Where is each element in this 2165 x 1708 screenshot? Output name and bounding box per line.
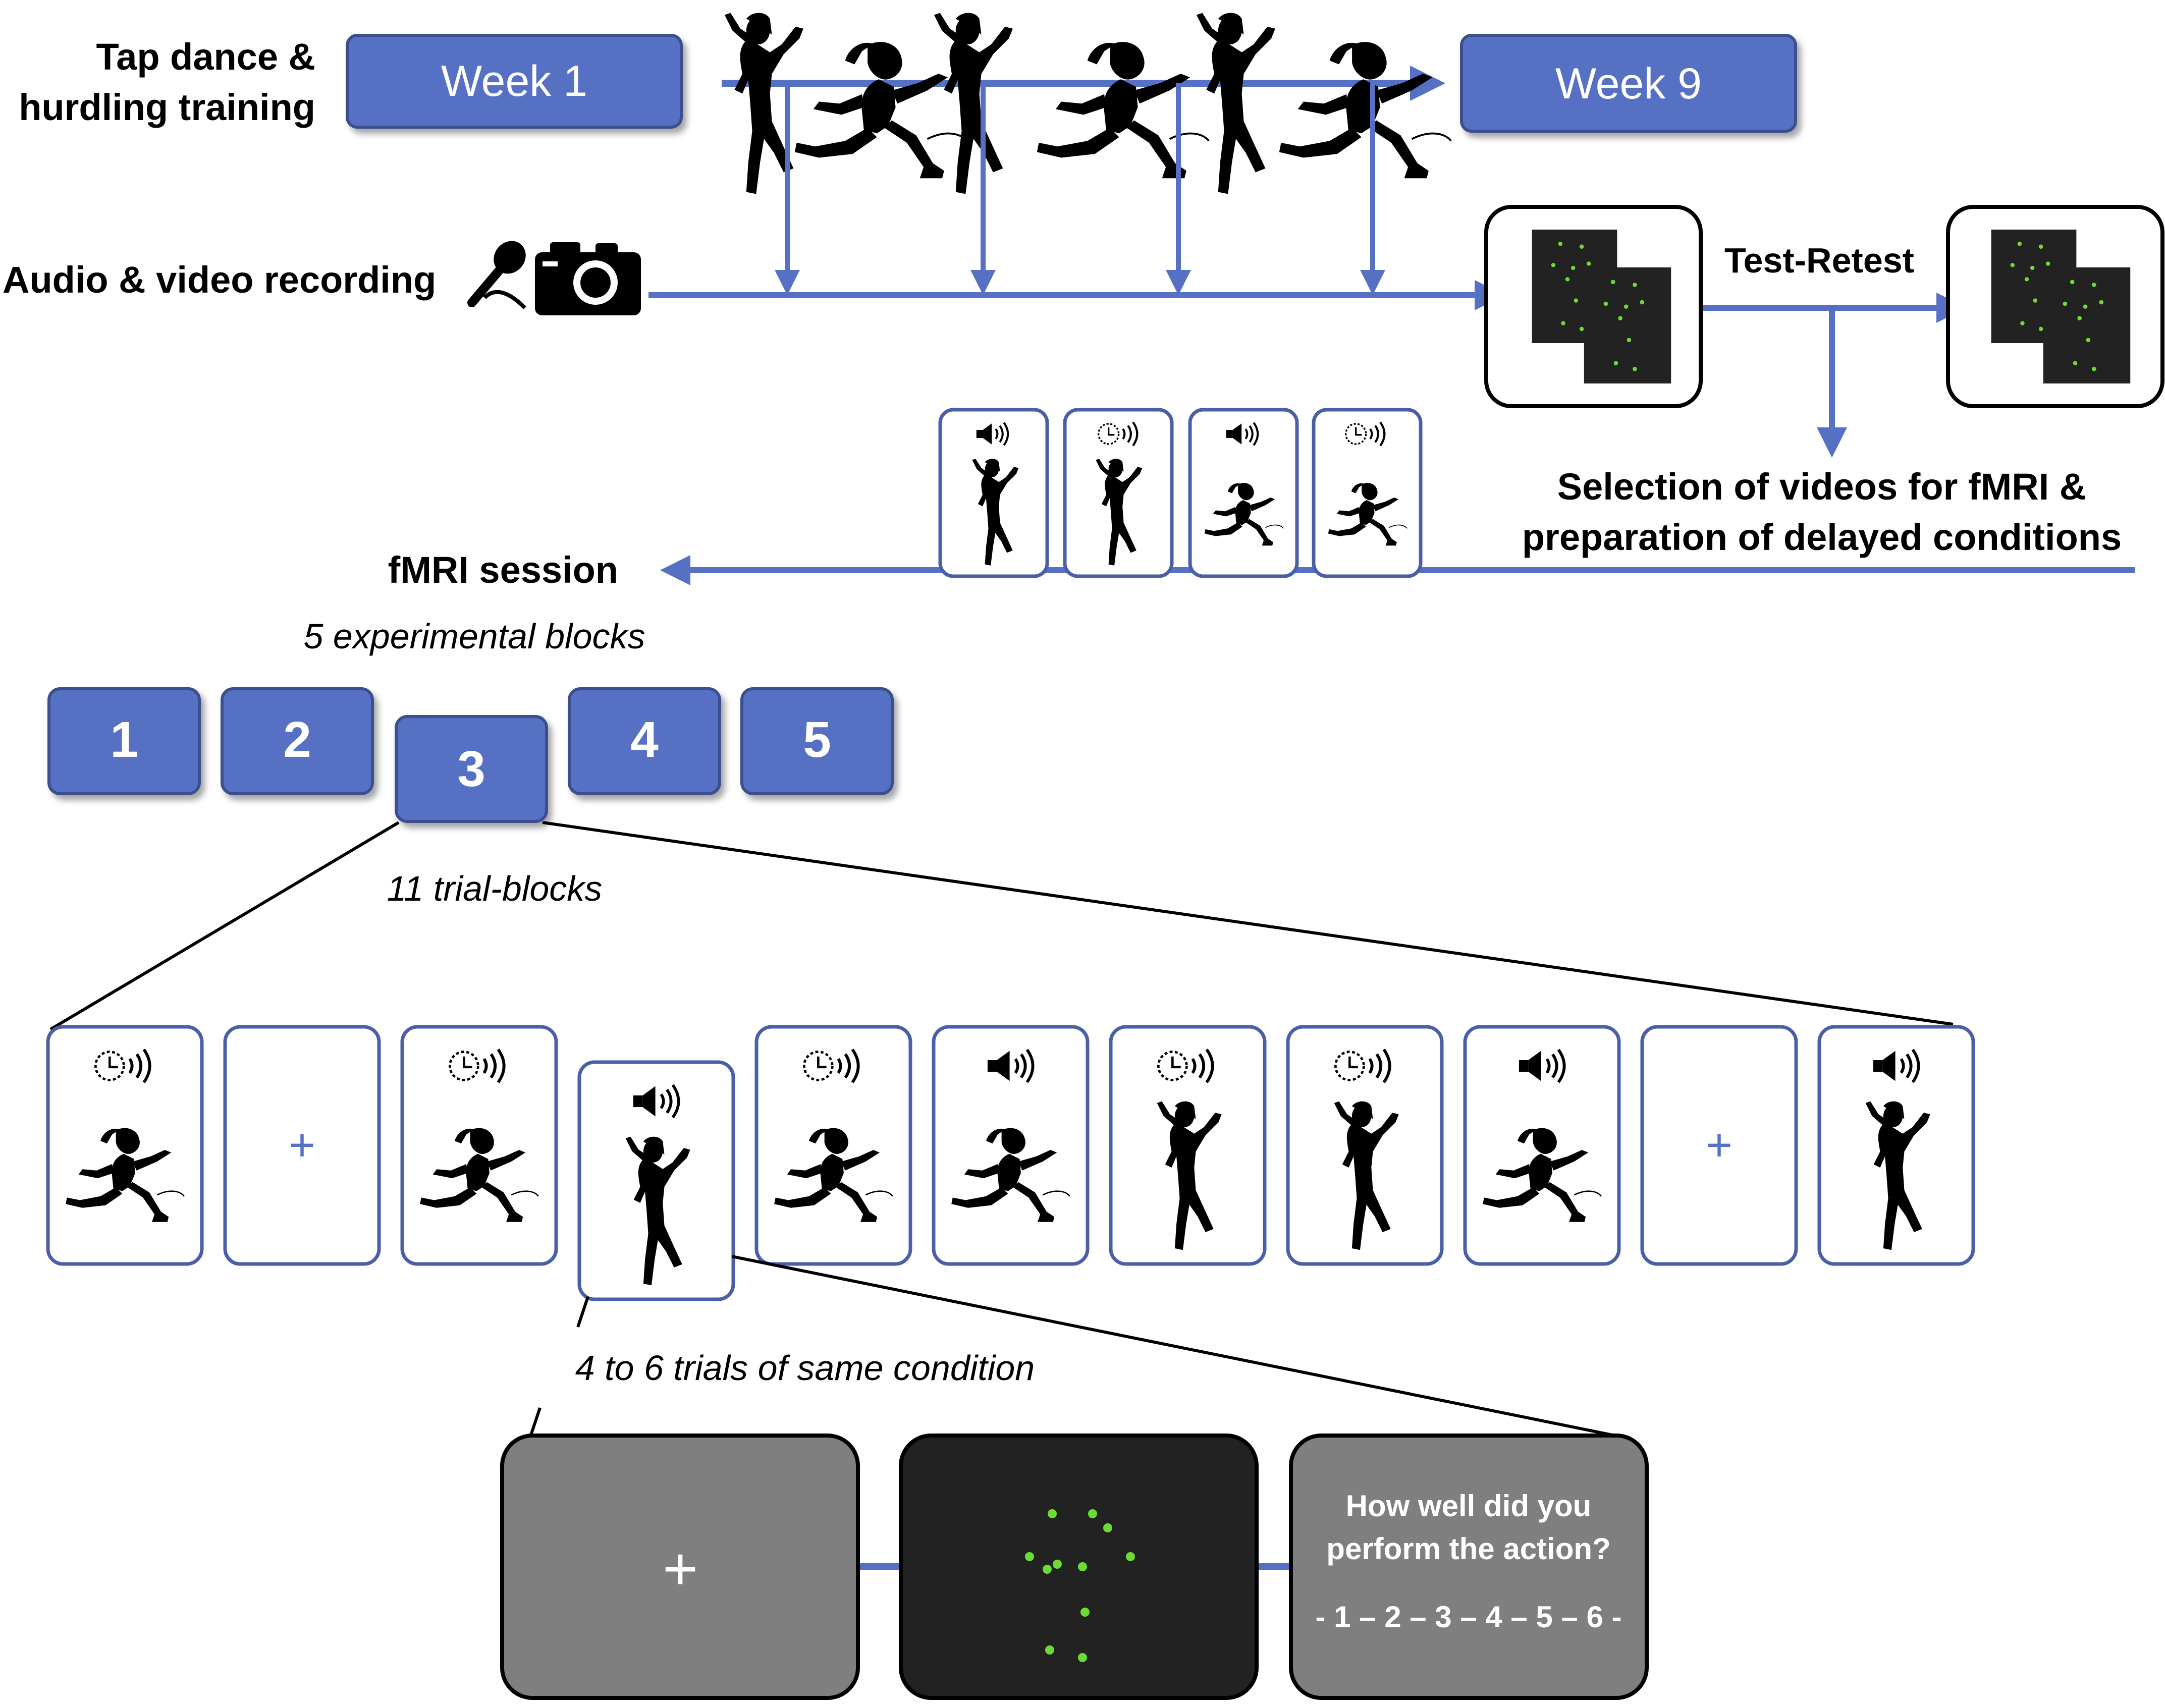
trial-card-1 [46, 1025, 204, 1266]
test-screen-frame [1484, 205, 1703, 408]
hurdler-silhouette [1036, 41, 1210, 180]
mini-condition-cards [938, 408, 1423, 578]
training-label-line2: hurdling training [19, 86, 315, 128]
trial-card-9 [1463, 1025, 1621, 1266]
mini-card-delayed-dancer [1063, 408, 1174, 578]
fixation-cross-icon: + [1706, 1120, 1733, 1171]
training-label-line1: Tap dance & [96, 36, 316, 78]
hurdler-silhouette [793, 41, 968, 180]
dancer-silhouette [1196, 13, 1275, 194]
experimental-blocks: 1 2 3 4 5 [47, 687, 894, 823]
rating-question-line1: How well did you [1346, 1489, 1592, 1523]
trial-card-6 [932, 1025, 1090, 1266]
camera-icon [535, 242, 641, 315]
block-1-label: 1 [110, 711, 138, 768]
trial-card-11 [1817, 1025, 1975, 1266]
block-4 [568, 687, 721, 795]
trial-blocks-caption: 11 trial-blocks [387, 869, 603, 908]
selection-label-line1: Selection of videos for fMRI & [1557, 466, 2086, 508]
recording-label: Audio & video recording [3, 259, 436, 301]
trial-card-3 [400, 1025, 558, 1266]
week-1-box [346, 34, 683, 129]
trial-card-8 [1286, 1025, 1444, 1266]
rating-scale: - 1 – 2 – 3 – 4 – 5 – 6 - [1315, 1600, 1621, 1634]
zoom-line-trials-left [576, 1296, 589, 1328]
trial-card-7 [1109, 1025, 1267, 1266]
block-3-label: 3 [457, 741, 485, 797]
block-2 [221, 687, 374, 795]
microphone-icon [467, 241, 526, 309]
block-4-label: 4 [630, 711, 659, 768]
block-5 [740, 687, 894, 795]
mini-card-delayed-hurdler [1312, 408, 1423, 578]
blocks-caption: 5 experimental blocks [304, 617, 645, 656]
zoom-line-trials-right [731, 1255, 1615, 1437]
selection-label-line2: preparation of delayed conditions [1522, 516, 2122, 558]
block-1 [47, 687, 201, 795]
trial-block-cards: ++ [46, 1025, 1975, 1301]
trial-card-5 [754, 1025, 912, 1266]
week-1-label: Week 1 [441, 57, 587, 105]
block-5-label: 5 [803, 711, 831, 768]
zoom-line-left [49, 821, 400, 1031]
zoom-line-trials-left-2 [528, 1407, 542, 1439]
fixation-screen: + [500, 1434, 860, 1700]
fixation-cross-icon: + [289, 1120, 315, 1171]
trial-card-2: + [223, 1025, 381, 1266]
rating-question-line2: perform the action? [1326, 1532, 1610, 1566]
trial-card-4 [577, 1060, 735, 1301]
fixation-cross: + [663, 1535, 698, 1603]
retest-screen-frame [1946, 205, 2164, 408]
test-retest-label: Test-Retest [1724, 241, 1914, 280]
week-9-box [1460, 34, 1797, 133]
zoom-line-right [542, 821, 1954, 1026]
dancer-silhouette [934, 13, 1013, 194]
point-light-screen [899, 1434, 1259, 1700]
trials-caption: 4 to 6 trials of same condition [575, 1348, 1035, 1388]
rating-screen: How well did you perform the action? - 1… [1289, 1434, 1649, 1700]
hurdler-silhouette [1278, 41, 1452, 180]
week-9-label: Week 9 [1555, 60, 1702, 108]
fmri-session-label: fMRI session [388, 549, 618, 591]
mini-card-audio-hurdler [1188, 408, 1299, 578]
recording-drop-arrows [775, 83, 1385, 295]
trial-card-10: + [1640, 1025, 1798, 1266]
block-3 [395, 715, 548, 823]
block-2-label: 2 [283, 711, 311, 768]
mini-card-audio-dancer [938, 408, 1049, 578]
dancer-silhouette [724, 13, 803, 194]
